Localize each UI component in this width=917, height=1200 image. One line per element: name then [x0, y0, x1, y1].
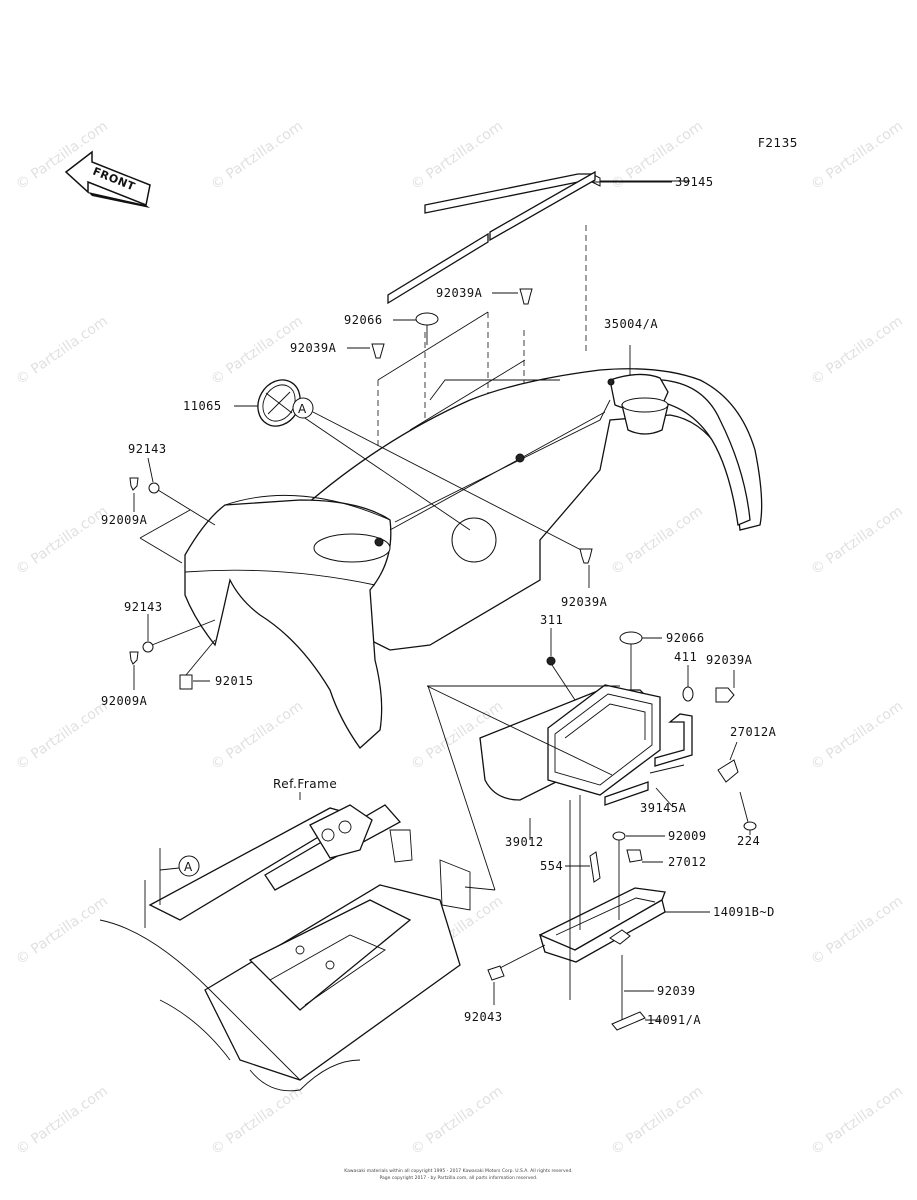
label-411: 411 [674, 650, 697, 664]
watermark: © Partzilla.com [808, 313, 906, 388]
fasteners-top [129, 288, 593, 690]
footer-page-copyright: Page copyright 2017 - by Partzilla.com, … [379, 1176, 538, 1181]
label-554: 554 [540, 859, 563, 873]
footer-copyright: Kawasaki materials within all copyright … [344, 1169, 573, 1174]
label-92043: 92043 [464, 1010, 503, 1024]
label-92039a-left: 92039A [290, 341, 337, 355]
rail-39145a [604, 713, 693, 806]
rail-39145 [387, 170, 690, 305]
label-92015: 92015 [215, 674, 254, 688]
lid-14091 [487, 795, 666, 1031]
watermark: © Partzilla.com [13, 503, 111, 578]
label-27012a: 27012A [730, 725, 777, 739]
watermark: © Partzilla.com [808, 503, 906, 578]
watermark: © Partzilla.com [808, 893, 906, 968]
label-39012: 39012 [505, 835, 544, 849]
label-35004a: 35004/A [604, 317, 658, 331]
ref-frame: A Ref.Frame [99, 685, 496, 1092]
leader-lines [133, 181, 751, 1021]
latch-27012a [717, 759, 757, 831]
watermark: © Partzilla.com [808, 1083, 906, 1158]
label-92066-right: 92066 [666, 631, 705, 645]
watermark: © Partzilla.com [13, 893, 111, 968]
label-311: 311 [540, 613, 563, 627]
label-92066-top: 92066 [344, 313, 383, 327]
watermark: © Partzilla.com [408, 1083, 506, 1158]
part-labels: 39145 92039A 92066 35004/A 92039A 11065 … [101, 175, 777, 1027]
watermark: © Partzilla.com [208, 118, 306, 193]
label-39145a: 39145A [640, 801, 687, 815]
watermark: © Partzilla.com [808, 698, 906, 773]
ref-frame-label: Ref.Frame [273, 777, 337, 791]
label-92039a-right: 92039A [706, 653, 753, 667]
label-224: 224 [737, 834, 760, 848]
watermark: © Partzilla.com [608, 503, 706, 578]
label-11065: 11065 [183, 399, 222, 413]
label-39145: 39145 [675, 175, 714, 189]
label-92039: 92039 [657, 984, 696, 998]
callout-letter-ref: A [184, 860, 193, 874]
rear-fender [184, 368, 763, 749]
callout-a-top: A [292, 397, 586, 553]
watermarks: © Partzilla.com © Partzilla.com © Partzi… [13, 118, 906, 1158]
label-92039a-mid: 92039A [561, 595, 608, 609]
callout-letter: A [298, 402, 307, 416]
watermark: © Partzilla.com [13, 313, 111, 388]
watermark: © Partzilla.com [608, 1083, 706, 1158]
label-14091b-d: 14091B~D [713, 905, 775, 919]
watermark: © Partzilla.com [408, 118, 506, 193]
label-92009a-bot: 92009A [101, 694, 148, 708]
watermark: © Partzilla.com [208, 698, 306, 773]
label-92009a-top: 92009A [101, 513, 148, 527]
label-92143-bot: 92143 [124, 600, 163, 614]
watermark: © Partzilla.com [208, 1083, 306, 1158]
cap-11065 [257, 379, 471, 531]
label-92039a-top: 92039A [436, 286, 483, 300]
label-92143-top: 92143 [128, 442, 167, 456]
label-92009: 92009 [668, 829, 707, 843]
watermark: © Partzilla.com [13, 698, 111, 773]
label-14091a: 14091/A [647, 1013, 701, 1027]
watermark: © Partzilla.com [808, 118, 906, 193]
label-27012: 27012 [668, 855, 707, 869]
front-arrow-icon: FRONT [64, 150, 151, 208]
figure-code: F2135 [758, 136, 798, 150]
watermark: © Partzilla.com [13, 1083, 111, 1158]
